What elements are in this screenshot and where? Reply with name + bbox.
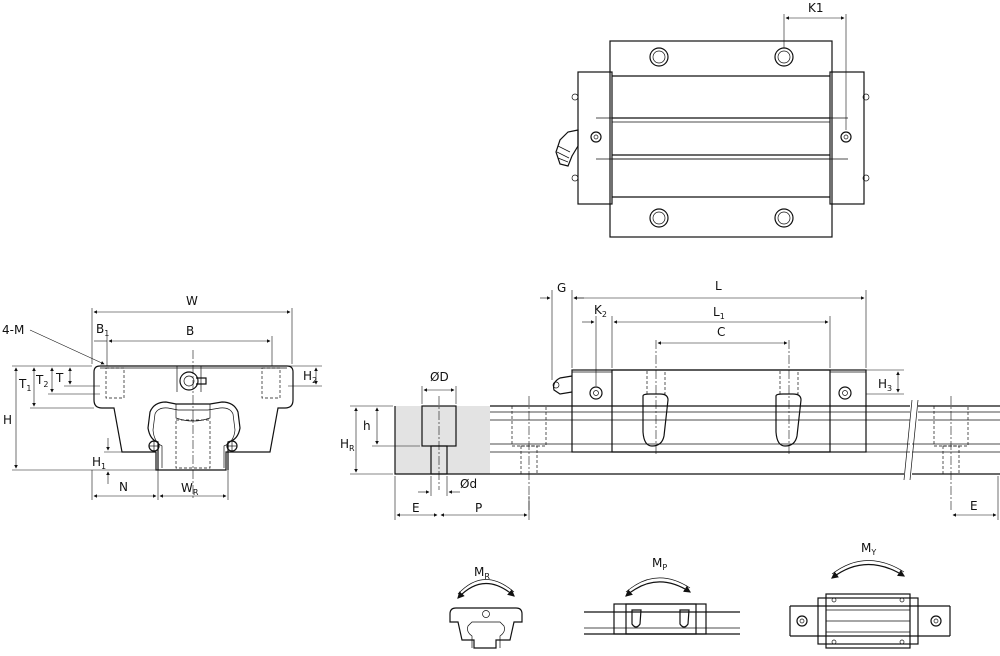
top-block-body: [609, 40, 833, 238]
front-block-outline: [93, 365, 294, 471]
front-view: W B B1 4-M H T1 T2 T H2: [2, 294, 322, 500]
moment-my-icon: MY: [789, 541, 951, 649]
top-end-seal-right: [829, 71, 865, 205]
label-wr: WR: [181, 481, 199, 497]
side-view: G L L1 K2 C H3 ØD Ød: [340, 279, 1000, 520]
label-k1: K1: [808, 1, 824, 15]
rail-section-fill: [395, 406, 490, 474]
label-d-small: Ød: [460, 477, 477, 491]
top-mounting-holes: [649, 47, 794, 228]
label-h3: H3: [878, 377, 892, 393]
label-k2: K2: [594, 303, 607, 319]
front-grease-nipple: [179, 371, 199, 391]
label-h2: H2: [303, 369, 317, 385]
label-t2: T2: [35, 373, 48, 389]
label-l: L: [715, 279, 722, 293]
label-p: P: [475, 501, 482, 515]
label-b1: B1: [96, 322, 109, 338]
label-e: E: [412, 501, 420, 515]
label-l1: L1: [713, 305, 725, 321]
label-e-right: E: [970, 499, 978, 513]
side-grease-nipple: [553, 375, 573, 395]
label-w: W: [186, 294, 198, 308]
label-hr: HR: [340, 437, 355, 453]
label-mr: MR: [474, 565, 490, 581]
label-t: T: [55, 371, 64, 385]
label-b: B: [186, 324, 194, 338]
label-h-small: h: [363, 419, 371, 433]
label-g: G: [557, 281, 566, 295]
label-h1: H1: [92, 455, 106, 471]
side-mounting-bolts: [642, 340, 802, 456]
side-block-outline: [571, 369, 867, 453]
label-od: ØD: [430, 370, 449, 384]
top-end-seal-left: [577, 71, 613, 205]
label-4m: 4-M: [2, 323, 24, 337]
label-my: MY: [861, 541, 876, 557]
label-c: C: [717, 325, 725, 339]
moment-mp-icon: MP: [584, 556, 740, 635]
label-mp: MP: [652, 556, 667, 572]
label-n: N: [119, 480, 128, 494]
label-h: H: [3, 413, 12, 427]
label-t1: T1: [18, 377, 31, 393]
top-grease-nipple: [555, 129, 579, 167]
moment-mr-icon: MR: [449, 565, 523, 649]
top-view: K1: [555, 1, 870, 238]
